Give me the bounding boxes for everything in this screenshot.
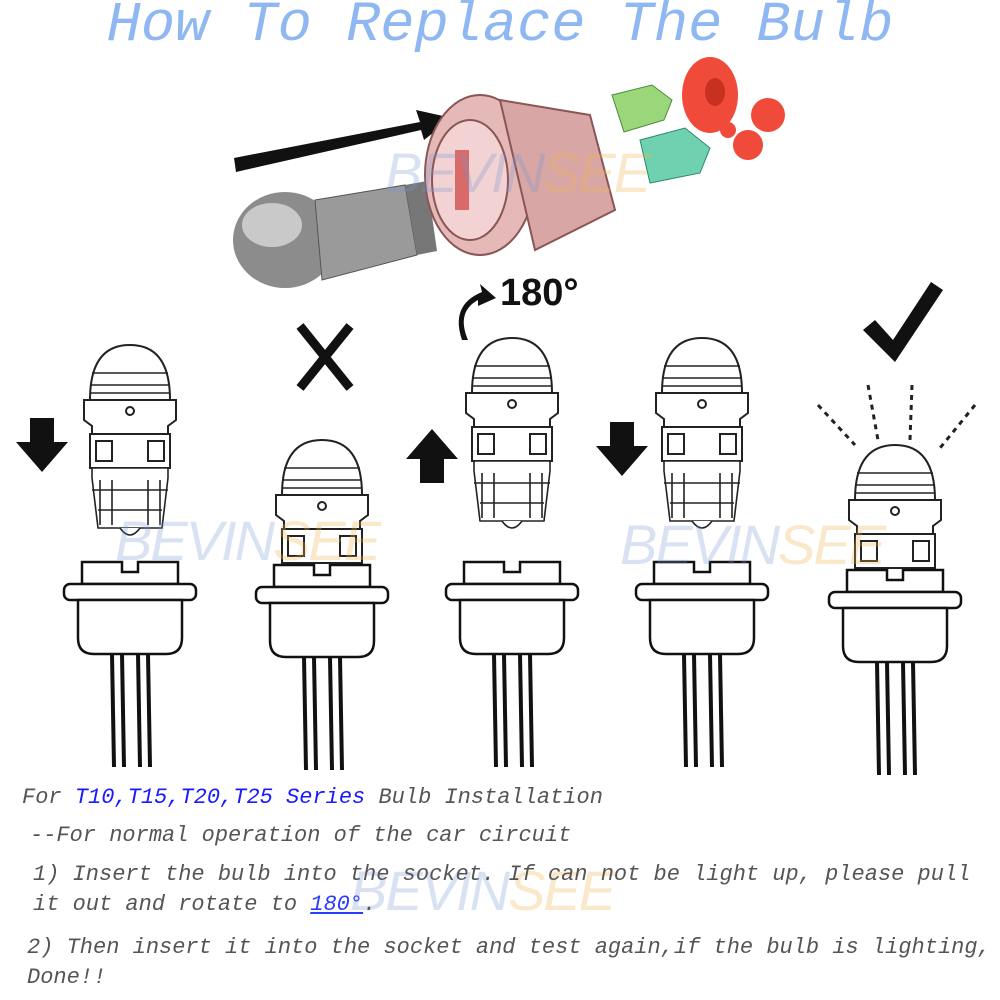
down-arrow-icon [596, 422, 648, 476]
socket-3d-icon [424, 94, 617, 256]
rotate-arrow-icon [458, 284, 496, 340]
instructions-subheading: --For normal operation of the car circui… [30, 823, 572, 848]
light-rays-icon [816, 384, 977, 449]
terminal-clips-icon [611, 84, 711, 184]
seal-grommets-icon [682, 57, 785, 160]
rotate-180-link[interactable]: 180° [310, 892, 364, 917]
watermark: BEVINSEE [350, 859, 616, 922]
watermark: BEVINSEE [115, 509, 381, 572]
step-1-text: 1) Insert the bulb into the socket. If c… [33, 862, 971, 887]
step-2-text-continued: Done!! [27, 965, 107, 990]
down-arrow-icon [16, 418, 68, 472]
watermark: BEVINSEE [385, 141, 651, 204]
step-5 [827, 444, 963, 777]
step-1-text-continued: it out and rotate to 180°. [33, 892, 377, 917]
step-2-text: 2) Then insert it into the socket and te… [27, 935, 991, 960]
top-illustration [233, 57, 785, 288]
up-arrow-icon [406, 429, 458, 483]
series-label: T10,T15,T20,T25 Series [74, 785, 366, 810]
watermark: BEVINSEE [620, 513, 886, 576]
step-3 [444, 337, 580, 769]
rotate-label: 180° [500, 272, 579, 314]
page-title: How To Replace The Bulb [106, 0, 894, 58]
insert-arrow-icon [234, 110, 452, 172]
step-2 [254, 439, 390, 772]
checkmark-icon [863, 282, 943, 362]
incandescent-bulb-icon [233, 181, 437, 288]
cross-icon [296, 323, 354, 391]
instructions-heading: For T10,T15,T20,T25 Series Bulb Installa… [22, 785, 603, 810]
